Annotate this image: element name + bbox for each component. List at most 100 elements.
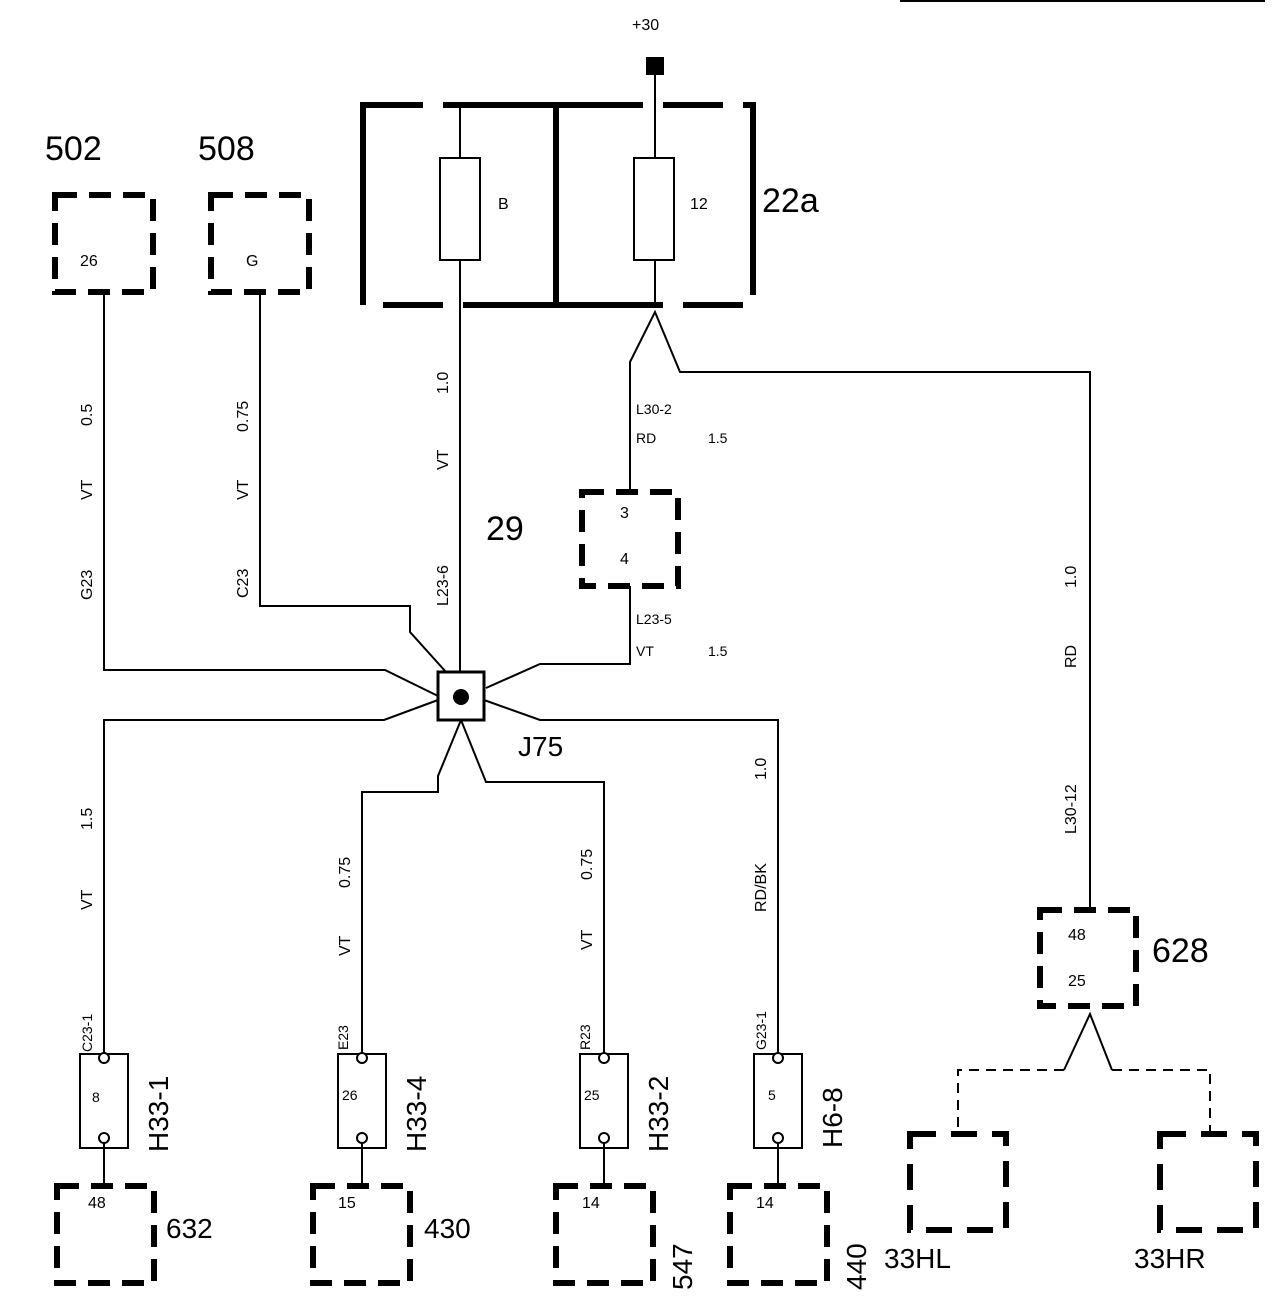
fuse-box-22a: B 12 bbox=[360, 102, 756, 308]
wire-547-size: 0.75 bbox=[579, 849, 596, 880]
component-547-pin: 14 bbox=[582, 1195, 600, 1212]
component-29-pin-4: 4 bbox=[620, 551, 629, 568]
svg-text:0.5: 0.5 bbox=[79, 404, 96, 426]
wire-502-j75 bbox=[103, 292, 439, 697]
wire-12a-color: RD bbox=[636, 430, 656, 446]
svg-text:R23: R23 bbox=[577, 1024, 593, 1050]
fuse-12-label: 12 bbox=[690, 196, 708, 213]
component-632-label: 632 bbox=[166, 1213, 213, 1244]
connector-h33-1-wire-id: C23-1 bbox=[79, 1014, 95, 1052]
component-33hl-box bbox=[907, 1131, 1009, 1233]
connector-h6-8-label: H6-8 bbox=[817, 1087, 848, 1148]
svg-text:C23-1: C23-1 bbox=[79, 1014, 95, 1052]
connector-h33-4-pin: 26 bbox=[342, 1087, 358, 1103]
wire-29-id: L23-5 bbox=[636, 611, 672, 627]
connector-h33-2-label: H33-2 bbox=[643, 1076, 674, 1152]
svg-text:VT: VT bbox=[579, 929, 596, 950]
component-502-pin: 26 bbox=[80, 253, 98, 270]
connector-h33-2 bbox=[579, 1052, 629, 1184]
supply-label: +30 bbox=[632, 17, 659, 34]
wire-fuse-12-branches bbox=[629, 309, 1091, 910]
connector-h33-4 bbox=[337, 1052, 387, 1184]
svg-text:RD: RD bbox=[1063, 645, 1080, 668]
connector-h33-2-pin: 25 bbox=[584, 1087, 600, 1103]
component-430-label: 430 bbox=[424, 1213, 471, 1244]
fuse-b bbox=[439, 157, 481, 261]
component-628-pin-25: 25 bbox=[1068, 973, 1086, 990]
svg-text:G23: G23 bbox=[79, 570, 96, 600]
svg-text:L30-12: L30-12 bbox=[1063, 784, 1080, 834]
component-502-box bbox=[52, 192, 156, 295]
splice-j75-label: J75 bbox=[518, 731, 563, 762]
component-33hr-label: 33HR bbox=[1134, 1243, 1206, 1274]
wire-440-color: RD/BK bbox=[753, 863, 770, 912]
component-430-box bbox=[310, 1183, 413, 1286]
wire-440-size: 1.0 bbox=[753, 758, 770, 780]
wire-632-size: 1.5 bbox=[79, 808, 96, 830]
svg-text:VT: VT bbox=[79, 479, 96, 500]
fuse-box-label: 22a bbox=[762, 182, 819, 220]
connector-h6-8 bbox=[753, 1052, 803, 1184]
component-508-box bbox=[208, 192, 312, 295]
wire-502-size: 0.5 bbox=[79, 404, 96, 426]
wire-29-j75 bbox=[485, 586, 631, 689]
svg-text:1.5: 1.5 bbox=[79, 808, 96, 830]
splice-j75-dot bbox=[453, 689, 469, 705]
wire-628-33hl bbox=[957, 1069, 1064, 1134]
wire-29-size: 1.5 bbox=[708, 643, 728, 659]
wire-628-id: L30-12 bbox=[1063, 784, 1080, 834]
fuse-box-outline bbox=[360, 102, 756, 308]
connector-h33-1-label: H33-1 bbox=[143, 1076, 174, 1152]
svg-text:VT: VT bbox=[337, 935, 354, 956]
wire-547-color: VT bbox=[579, 929, 596, 950]
wire-j75-h33-4 bbox=[361, 719, 462, 1056]
wire-632-color: VT bbox=[79, 889, 96, 910]
wire-b-color: VT bbox=[435, 449, 452, 470]
svg-text:1.0: 1.0 bbox=[1063, 566, 1080, 588]
component-29-pin-3: 3 bbox=[620, 505, 629, 522]
component-632-box bbox=[54, 1183, 157, 1286]
svg-text:L23-6: L23-6 bbox=[435, 565, 452, 606]
wire-430-size: 0.75 bbox=[337, 857, 354, 888]
component-502-label: 502 bbox=[45, 130, 102, 168]
connector-h33-4-label: H33-4 bbox=[401, 1076, 432, 1152]
fuse-12 bbox=[633, 157, 675, 261]
wire-b-size: 1.0 bbox=[435, 372, 452, 394]
component-508-label: 508 bbox=[198, 130, 255, 168]
component-33hr-box bbox=[1157, 1131, 1259, 1233]
wire-12a-id: L30-2 bbox=[636, 401, 672, 417]
wire-628-split bbox=[1063, 1011, 1113, 1071]
svg-text:RD/BK: RD/BK bbox=[753, 863, 770, 912]
component-440-box bbox=[727, 1183, 830, 1286]
wire-29-color: VT bbox=[636, 643, 654, 659]
connector-h6-8-wire-id: G23-1 bbox=[753, 1011, 769, 1050]
connector-h33-1 bbox=[79, 1052, 129, 1184]
component-628-label: 628 bbox=[1152, 932, 1209, 970]
connector-h33-4-wire-id: E23 bbox=[335, 1025, 351, 1050]
component-440-label: 440 bbox=[841, 1243, 872, 1290]
svg-text:H33-1: H33-1 bbox=[143, 1076, 174, 1152]
wire-502-color: VT bbox=[79, 479, 96, 500]
svg-text:547: 547 bbox=[667, 1243, 698, 1290]
component-628-box bbox=[1037, 907, 1139, 1009]
svg-text:1.0: 1.0 bbox=[753, 758, 770, 780]
wire-j75-h33-1 bbox=[103, 699, 439, 1056]
component-628-pin-48: 48 bbox=[1068, 927, 1086, 944]
svg-text:VT: VT bbox=[435, 449, 452, 470]
component-29-box bbox=[579, 489, 681, 589]
svg-text:H33-2: H33-2 bbox=[643, 1076, 674, 1152]
wire-508-color: VT bbox=[235, 479, 252, 500]
svg-text:0.75: 0.75 bbox=[337, 857, 354, 888]
component-33hl-label: 33HL bbox=[884, 1243, 951, 1274]
svg-text:0.75: 0.75 bbox=[579, 849, 596, 880]
wire-508-size: 0.75 bbox=[235, 401, 252, 432]
wire-628-size: 1.0 bbox=[1063, 566, 1080, 588]
svg-text:440: 440 bbox=[841, 1243, 872, 1290]
wire-508-j75 bbox=[259, 292, 447, 673]
component-547-label: 547 bbox=[667, 1243, 698, 1290]
wire-b-id: L23-6 bbox=[435, 565, 452, 606]
fuse-b-label: B bbox=[498, 196, 509, 213]
component-508-pin: G bbox=[246, 253, 258, 270]
connector-h6-8-pin: 5 bbox=[768, 1087, 776, 1103]
